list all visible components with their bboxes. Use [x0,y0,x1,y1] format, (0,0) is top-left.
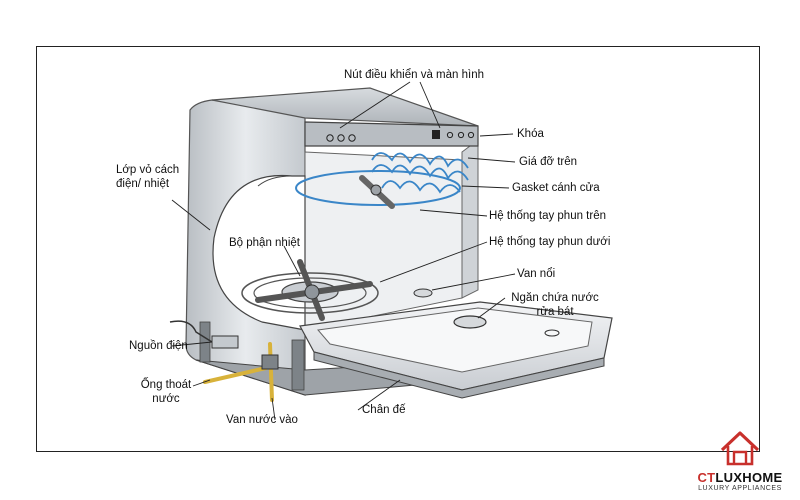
label-controls: Nút điều khiển và màn hình [344,69,485,81]
label-inlet-valve: Van nước vào [226,414,298,426]
label-detergent-dispenser: Ngăn chứa nước rửa bát [511,292,599,318]
upper-rack-shape [371,152,469,194]
label-float-valve: Van nổi [517,268,556,280]
diagram-frame [36,46,760,452]
label-upper-rack: Giá đỡ trên [519,156,578,168]
label-upper-spray-arm: Hệ thống tay phun trên [489,210,606,222]
label-lock: Khóa [517,128,544,140]
dishwasher-cabinet [185,87,479,396]
logo-brand-prefix: CT [697,470,716,485]
inlet-valve-shape [261,342,279,402]
label-insulation: Lớp vỏ cách điện/ nhiệt [116,164,180,190]
label-heating-element: Bộ phận nhiệt [229,237,300,249]
logo-brand: CTLUXHOME [690,470,790,485]
drain-hose-shape [203,366,268,384]
dishwasher-door [299,288,613,399]
logo-tagline: LUXURY APPLIANCES [698,485,782,492]
ctluxhome-logo: CTLUXHOME LUXURY APPLIANCES [690,428,790,496]
label-drain-hose: Ống thoát nước [140,379,192,405]
label-lower-spray-arm: Hệ thống tay phun dưới [489,236,611,248]
label-door-gasket: Gasket cánh cửa [512,182,600,194]
lower-spray-arm-shape [255,259,373,321]
logo-brand-main: LUXHOME [715,470,783,485]
upper-spray-arm-shape [295,170,461,209]
label-base: Chân đế [362,404,406,416]
leader-lines [171,81,516,421]
house-logo-icon [720,431,760,466]
label-power-supply: Nguồn điện [129,340,188,352]
